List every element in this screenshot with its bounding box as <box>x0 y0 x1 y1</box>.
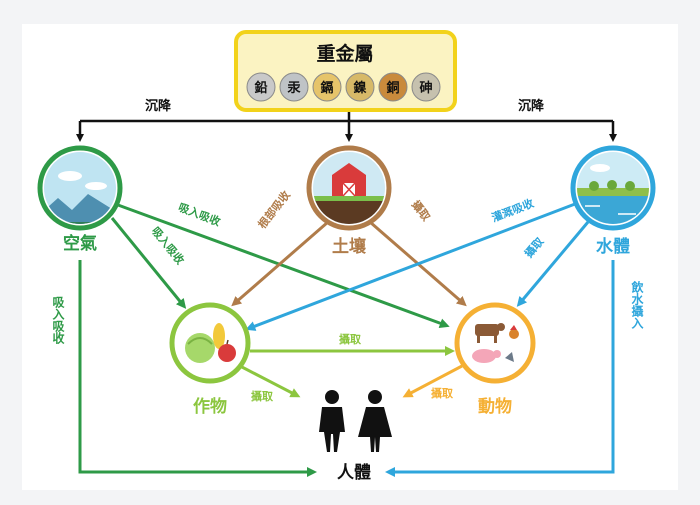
edge-label-water-to-human: 飲水攝入 <box>630 280 644 330</box>
vegetables-icon <box>185 323 236 363</box>
crops-node <box>169 302 251 384</box>
crops-paths <box>239 346 455 398</box>
node-label-crops: 作物 <box>193 396 227 417</box>
animals-path <box>402 364 463 398</box>
metal-label: 鎘 <box>320 80 333 96</box>
edge-label-crops-to-animals: 攝取 <box>339 332 361 346</box>
animals-node <box>454 302 536 384</box>
water-node <box>570 145 656 231</box>
edge-label-animals-to-human: 攝取 <box>431 386 453 400</box>
title: 重金屬 <box>316 42 373 65</box>
metal-chip: 砷 <box>411 72 441 102</box>
livestock-icon <box>472 323 519 363</box>
node-label-human: 人體 <box>337 463 371 483</box>
air-node <box>37 145 123 231</box>
edge-label-air-to-human: 吸入吸收 <box>51 296 65 345</box>
metal-label: 汞 <box>287 81 301 96</box>
people-icon <box>319 390 392 452</box>
node-label-air: 空氣 <box>63 233 97 254</box>
metal-chip: 鎳 <box>345 72 375 102</box>
metal-list: 鉛汞鎘鎳銅砷 <box>246 72 441 102</box>
heavy-metal-box: 重金屬 鉛 汞 鎘 鎳 銅 砷 <box>234 30 457 112</box>
metal-label: 鉛 <box>254 80 267 96</box>
edge-label-deposit-right: 沉降 <box>518 98 545 114</box>
node-label-animals: 動物 <box>478 396 512 417</box>
barn-icon <box>313 152 385 224</box>
node-label-soil: 土壤 <box>332 236 367 257</box>
edge-label-deposit-left: 沉降 <box>145 98 172 114</box>
metal-chip: 鎘 <box>312 72 342 102</box>
deposition-arrows <box>76 108 617 142</box>
soil-node <box>306 145 392 231</box>
water-paths <box>245 202 615 477</box>
air-paths <box>78 203 450 477</box>
metal-label: 砷 <box>419 80 432 96</box>
metal-chip: 銅 <box>378 72 408 102</box>
metal-chip: 鉛 <box>246 72 276 102</box>
metal-chip: 汞 <box>279 72 309 102</box>
metal-label: 鎳 <box>353 80 366 96</box>
soil-paths <box>231 220 467 307</box>
metal-label: 銅 <box>386 80 399 96</box>
node-label-water: 水體 <box>596 236 630 257</box>
edge-label-crops-to-human: 攝取 <box>251 389 273 403</box>
